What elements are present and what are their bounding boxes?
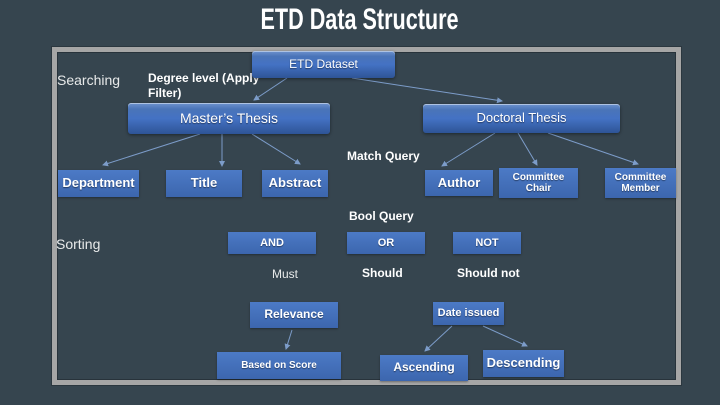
node-based-on-score: Based on Score [217, 352, 341, 379]
slide-title: ETD Data Structure [0, 3, 720, 38]
node-or: OR [347, 232, 425, 254]
label-should: Should [362, 266, 403, 280]
node-doctoral-thesis: Doctoral Thesis [423, 104, 620, 133]
label-degree-level: Degree level (Apply Filter) [148, 71, 260, 100]
diagram-frame [52, 47, 681, 385]
node-department: Department [58, 170, 139, 197]
label-must: Must [272, 267, 299, 281]
label-match-query: Match Query [347, 149, 420, 163]
node-ascending: Ascending [380, 355, 468, 381]
node-not: NOT [453, 232, 521, 254]
node-and: AND [228, 232, 316, 254]
label-searching: Searching [57, 72, 121, 88]
node-masters-thesis: Master’s Thesis [128, 103, 330, 134]
node-abstract: Abstract [262, 170, 328, 197]
label-bool-query: Bool Query [349, 209, 414, 223]
node-committee-chair: Committee Chair [499, 168, 578, 198]
node-date-issued: Date issued [433, 302, 504, 325]
node-author: Author [425, 170, 493, 196]
node-committee-member: Committee Member [605, 168, 676, 198]
node-title: Title [166, 170, 242, 197]
node-relevance: Relevance [250, 302, 338, 328]
label-sorting: Sorting [56, 236, 101, 252]
node-etd-dataset: ETD Dataset [252, 51, 395, 78]
slide-title-text: ETD Data Structure [260, 3, 460, 36]
label-should-not: Should not [457, 266, 520, 280]
node-descending: Descending [483, 350, 564, 377]
